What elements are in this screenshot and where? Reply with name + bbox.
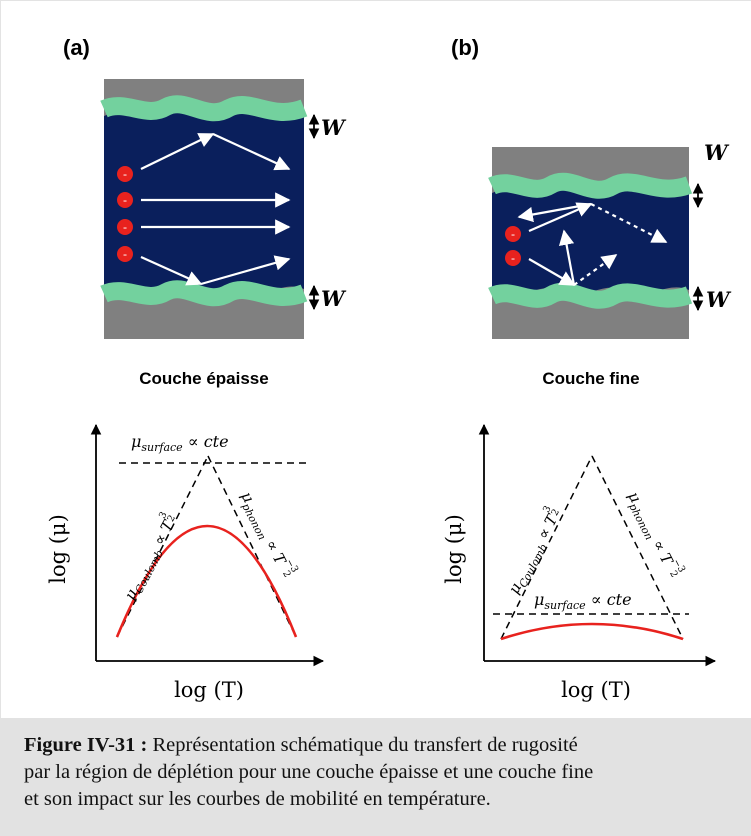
electron: [505, 226, 521, 242]
depletion-width-marker-top-a: W: [308, 113, 347, 140]
scattering-arrows-thin: [517, 202, 668, 286]
mobility-curve: [500, 622, 684, 641]
electron-sign: -: [123, 248, 127, 262]
phonon-limit-line: [591, 455, 684, 640]
arrow-icon: [558, 229, 576, 286]
thin-layer-schematic: - - W W Couche fine: [488, 140, 732, 388]
electron-sign: -: [123, 194, 127, 208]
caption-line-1: Représentation schématique du transfert …: [147, 734, 578, 756]
arrow-icon: [528, 258, 576, 286]
electron-sign: -: [123, 168, 127, 182]
depletion-width-label: W: [321, 286, 347, 311]
arrow-icon: [590, 203, 668, 243]
figure-caption: Figure IV-31 : Représentation schématiqu…: [0, 718, 751, 836]
caption-label: Figure IV-31 :: [24, 734, 148, 756]
y-axis-label: log (μ): [442, 514, 466, 584]
electrons-thin: - -: [505, 226, 521, 266]
electron: [117, 192, 133, 208]
arrow-icon: [200, 255, 291, 286]
panel-label-b: (b): [451, 35, 479, 60]
coulomb-law-label: μCoulomb ∝ T32: [500, 503, 567, 598]
caption-line-3: et son impact sur les courbes de mobilit…: [24, 788, 491, 810]
coulomb-limit-line: [500, 455, 593, 640]
electron: [117, 219, 133, 235]
schematic-figure: (a) (b) - - - - W: [46, 35, 732, 702]
arrow-icon: [517, 202, 592, 223]
coulomb-law-label: μCoulomb ∝ T32: [116, 509, 183, 604]
phonon-limit-line: [207, 455, 297, 638]
electron: [117, 246, 133, 262]
bottom-roughness-layer: [100, 280, 308, 307]
electron: [505, 250, 521, 266]
x-axis-label: log (T): [174, 678, 244, 702]
depletion-width-label: W: [704, 140, 730, 165]
arrow-icon: [573, 254, 618, 286]
phonon-law-label: μphonon ∝ T−32: [235, 486, 301, 582]
electron: [117, 166, 133, 182]
mobility-curve: [115, 524, 298, 638]
arrow-icon: [212, 133, 291, 171]
top-roughness-layer: [100, 95, 308, 122]
surface-law-label: μsurface ∝ cte: [131, 432, 229, 454]
depletion-width-label: W: [321, 115, 347, 140]
thick-layer-schematic: - - - - W W Couche épaisse: [100, 79, 347, 388]
top-roughness-layer: [488, 172, 693, 199]
caption-text: Figure IV-31 : Représentation schématiqu…: [24, 732, 751, 813]
mobility-plot-thin: log (μ) log (T) μsurface ∝ cte μCoulomb …: [442, 423, 717, 702]
thick-layer-label: Couche épaisse: [139, 369, 268, 388]
thin-layer-label: Couche fine: [542, 369, 639, 388]
x-axis-label: log (T): [561, 678, 631, 702]
electron-sign: -: [511, 252, 515, 266]
caption-line-2: par la région de déplétion pour une couc…: [24, 761, 594, 783]
depletion-width-label: W: [706, 287, 732, 312]
surface-law-label: μsurface ∝ cte: [534, 590, 632, 612]
depletion-width-marker-bottom-a: W: [308, 284, 347, 311]
semiconductor-channel: [104, 111, 304, 296]
electrons-thick: - - - -: [117, 166, 133, 262]
mobility-plot-thick: log (μ) log (T) μsurface ∝ cte μCoulomb …: [46, 423, 325, 702]
scattering-arrows-thick: [140, 133, 291, 286]
electron-sign: -: [511, 228, 515, 242]
depletion-width-marker-bottom-b: W: [692, 285, 732, 312]
coulomb-limit-line: [116, 455, 209, 638]
arrow-icon: [528, 202, 593, 233]
electron-sign: -: [123, 221, 127, 235]
y-axis-label: log (μ): [46, 514, 70, 584]
depletion-width-marker-top-b: W: [692, 140, 730, 209]
semiconductor-channel: [492, 188, 689, 296]
arrow-icon: [140, 255, 203, 286]
figure-frame: (a) (b) - - - - W: [0, 0, 751, 718]
arrow-icon: [140, 133, 215, 170]
bottom-roughness-layer: [488, 282, 693, 309]
panel-label-a: (a): [63, 35, 90, 60]
